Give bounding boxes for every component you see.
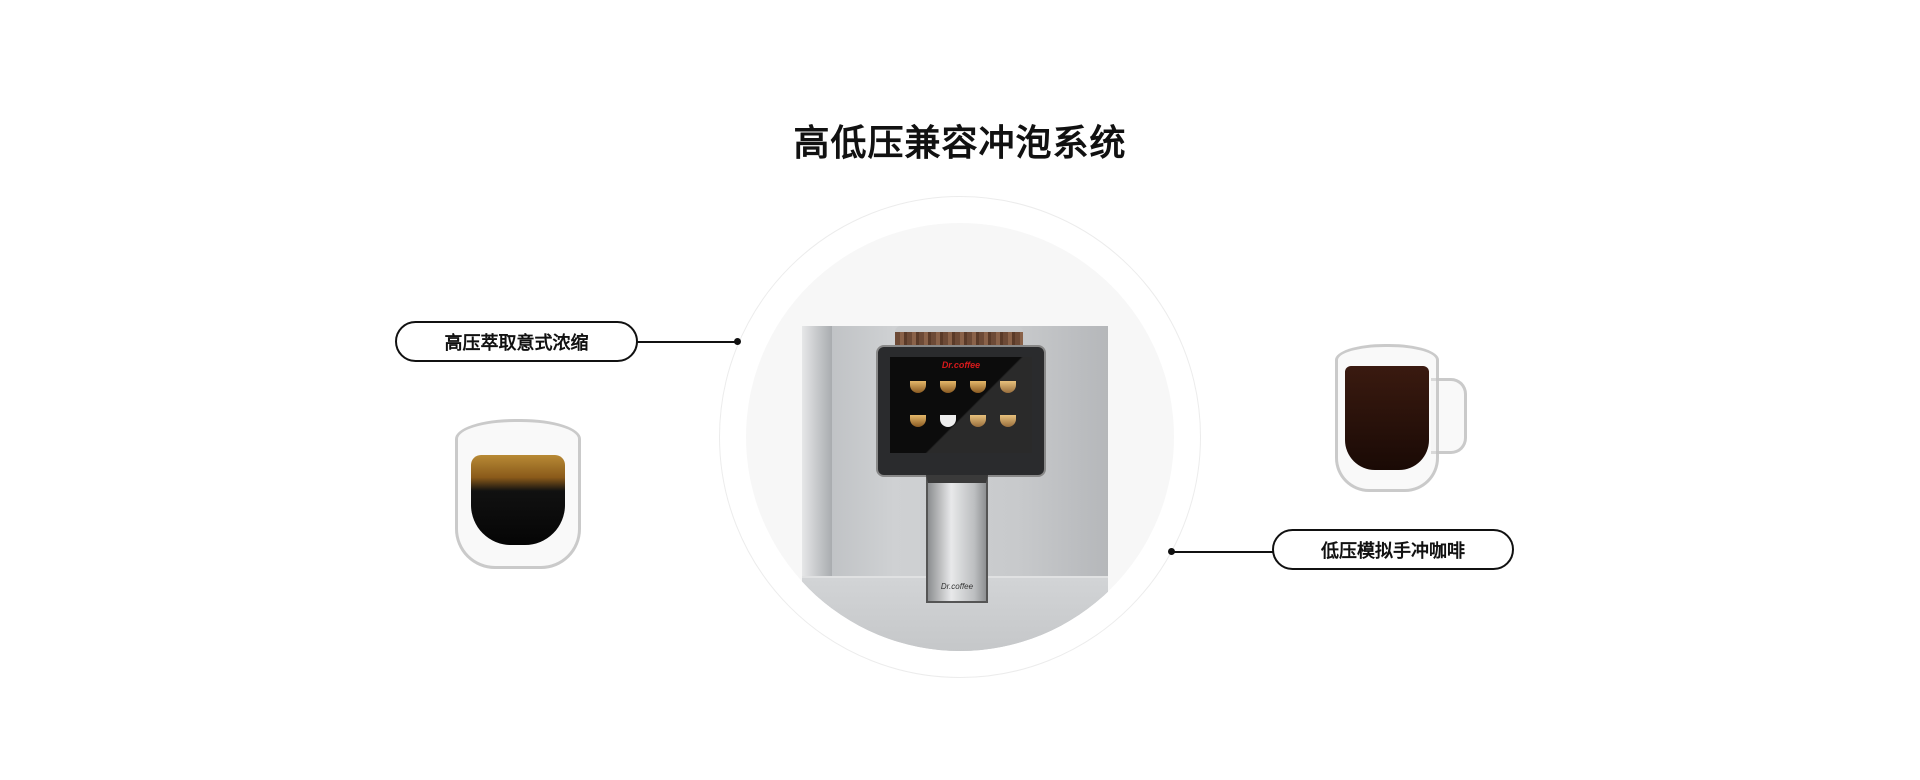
coffee-spout: Dr.coffee: [926, 475, 988, 603]
espresso-glass-image: [455, 419, 581, 573]
connector-dot: [1168, 548, 1175, 555]
drink-icon: [940, 415, 956, 427]
drink-icon: [1000, 415, 1016, 427]
connector-dot: [734, 338, 741, 345]
espresso-liquid: [471, 455, 565, 545]
drink-icon: [940, 381, 956, 393]
outer-circle: [719, 196, 1201, 678]
drink-icon: [970, 381, 986, 393]
drink-icon: [1000, 381, 1016, 393]
drink-icon: [910, 381, 926, 393]
connector-line: [1172, 551, 1273, 553]
coffee-liquid: [1345, 366, 1429, 470]
connector-line: [637, 341, 737, 343]
drink-icon: [910, 415, 926, 427]
screen-glare: [890, 357, 1032, 453]
coffee-machine-image: Dr.coffee Dr.coffee: [746, 223, 1174, 651]
americano-mug-image: [1335, 344, 1470, 493]
high-pressure-label: 高压萃取意式浓缩: [395, 321, 638, 362]
touch-screen: Dr.coffee: [890, 357, 1032, 453]
spout-brand-logo: Dr.coffee: [940, 582, 974, 591]
low-pressure-label: 低压模拟手冲咖啡: [1272, 529, 1514, 570]
page-title: 高低压兼容冲泡系统: [793, 123, 1127, 164]
drink-icon: [970, 415, 986, 427]
touch-screen-frame: Dr.coffee: [876, 345, 1046, 477]
screen-brand-logo: Dr.coffee: [941, 360, 981, 370]
